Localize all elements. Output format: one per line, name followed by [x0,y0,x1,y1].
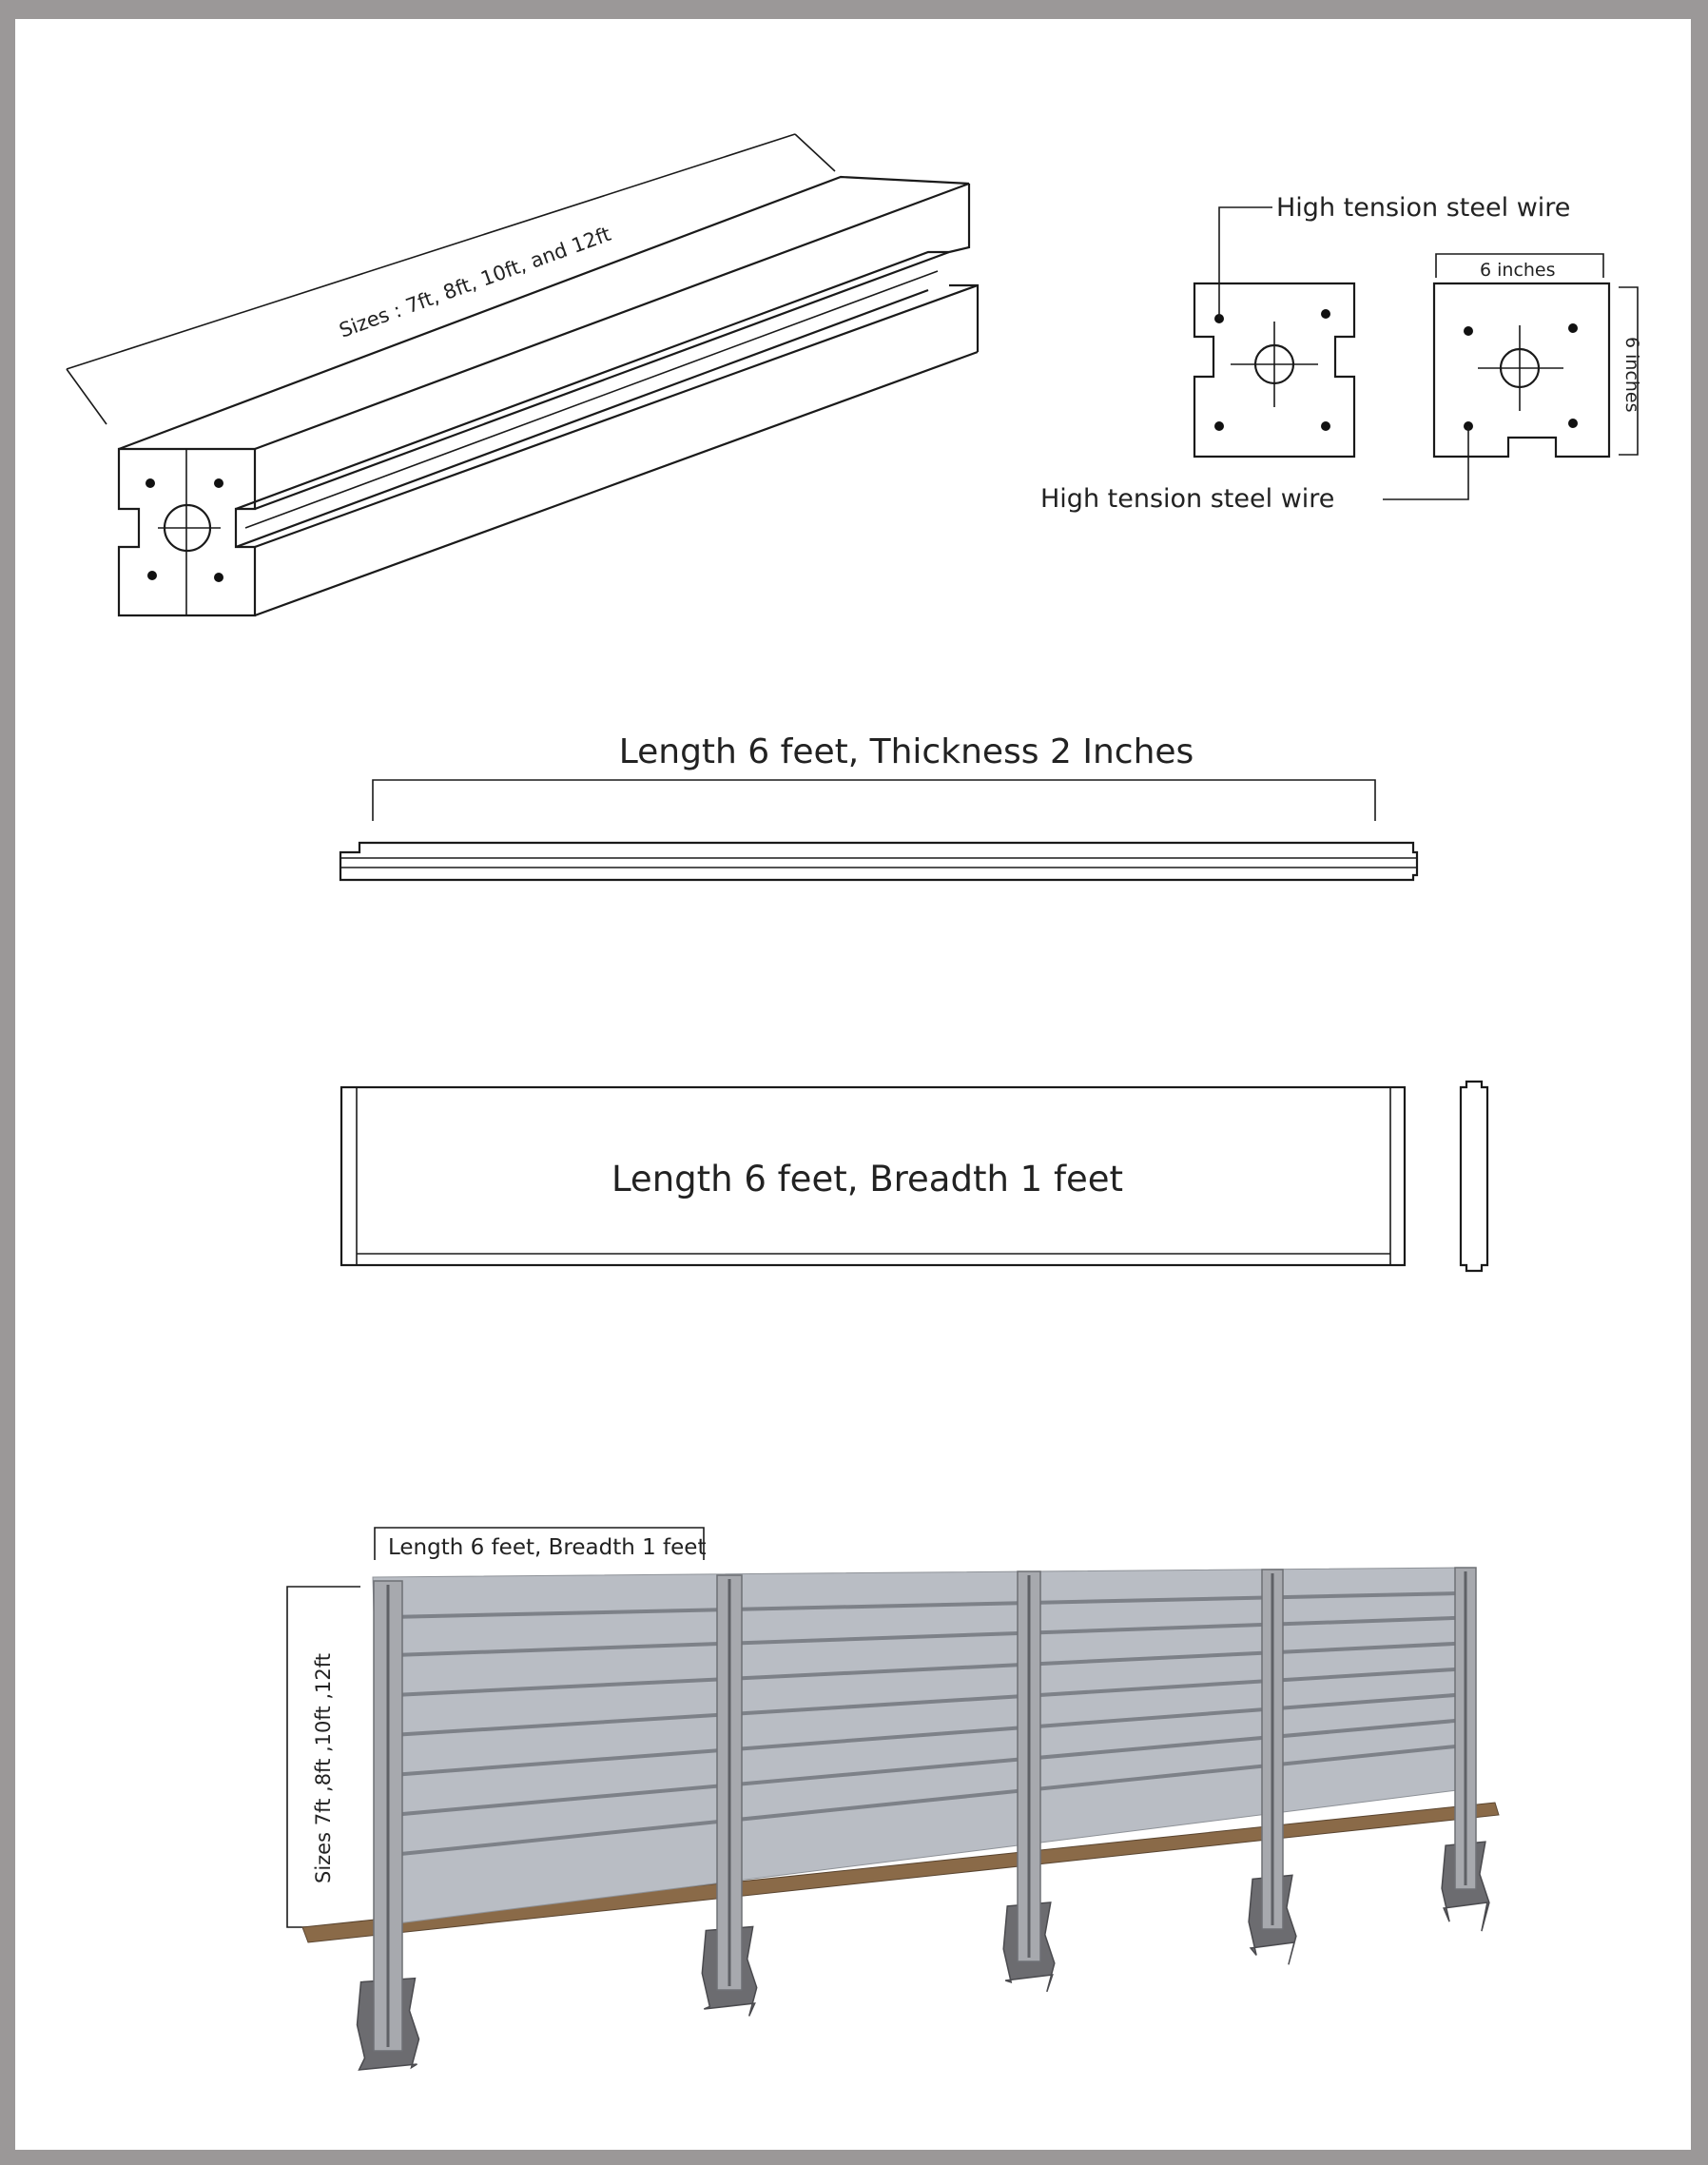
height-dimension-label: 6 inches [1621,337,1642,413]
post-3d-drawing: Sizes : 7ft, 8ft, 10ft, and 12ft [66,133,980,617]
diagram-sheet: Sizes : 7ft, 8ft, 10ft, and 12ft [15,19,1691,2150]
plank-side-drawing: Length 6 feet, Thickness 2 Inches [339,732,1419,882]
cross-section-drawings: High tension steel wire High tension ste… [1040,193,1642,514]
plank-front-drawing: Length 6 feet, Breadth 1 feet [340,1080,1489,1273]
wire-label-top: High tension steel wire [1276,193,1570,223]
fence-assembly: Length 6 feet, Breadth 1 feet Sizes 7ft … [286,1527,1500,2071]
wire-label-bottom: High tension steel wire [1040,484,1334,514]
ground-strip [301,1802,1500,1943]
width-dimension-label: 6 inches [1480,260,1556,281]
fence-height-label: Sizes 7ft ,8ft ,10ft ,12ft [312,1653,335,1883]
fence-posts [373,1567,1477,2052]
post-sizes-label: Sizes : 7ft, 8ft, 10ft, and 12ft [337,223,614,342]
plank-side-label: Length 6 feet, Thickness 2 Inches [619,732,1194,771]
fence-panel-label: Length 6 feet, Breadth 1 feet [388,1535,706,1560]
plank-front-label: Length 6 feet, Breadth 1 feet [611,1159,1123,1200]
